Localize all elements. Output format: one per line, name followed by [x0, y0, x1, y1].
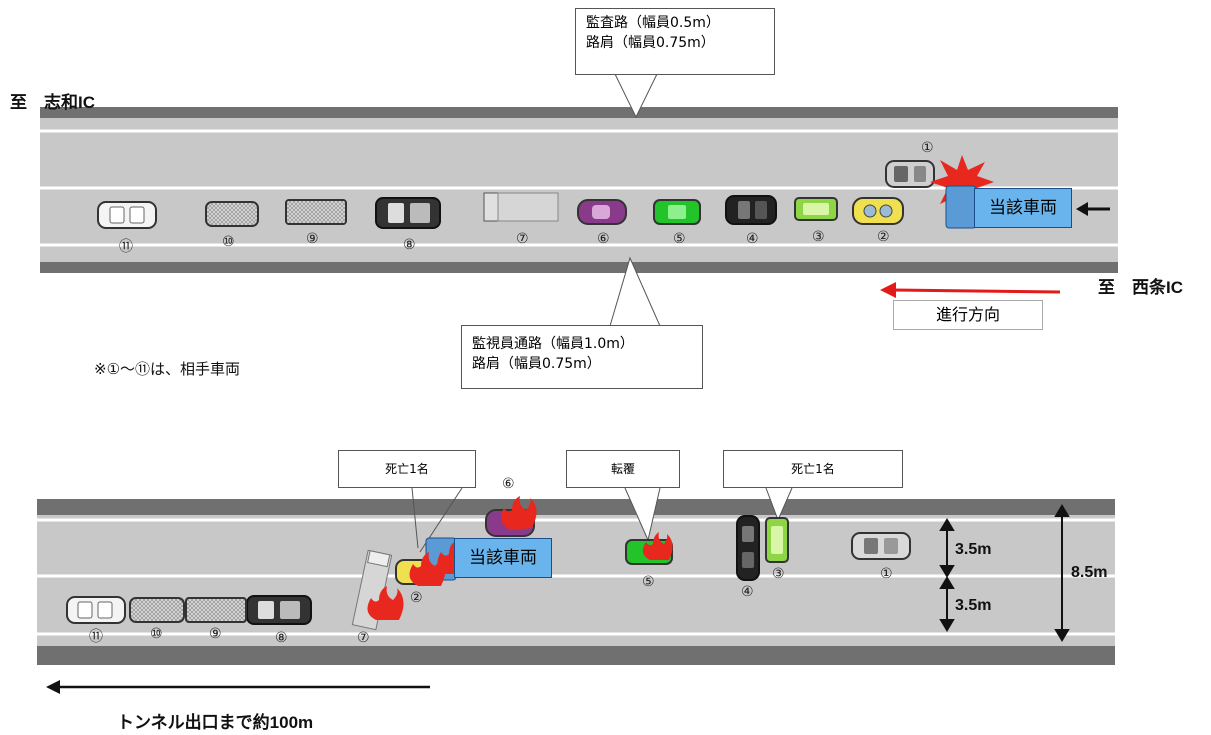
num-10-bottom: ⑩: [150, 626, 163, 642]
callout-upper-line2: 路肩（幅員0.75m）: [586, 35, 715, 51]
num-11-top: ⑪: [119, 239, 133, 255]
vehicle-7-top: [483, 192, 559, 222]
num-3-top: ③: [812, 229, 825, 245]
dimension-lane1: [939, 518, 955, 578]
vehicle-7-bottom: [351, 549, 393, 631]
num-5-top: ⑤: [673, 231, 686, 247]
direction-label: 進行方向: [893, 300, 1043, 330]
overturn-callout: 転覆: [566, 450, 680, 488]
callout-lower-line1: 監視員通路（幅員1.0m）: [472, 336, 634, 352]
vehicle-11-bottom: [66, 596, 126, 624]
to-shiwa-label: 至 志和IC: [10, 93, 95, 112]
num-7-bottom: ⑦: [357, 630, 370, 646]
num-2-bottom: ②: [410, 590, 423, 606]
callout-lower: 監視員通路（幅員1.0m） 路肩（幅員0.75m）: [461, 325, 703, 389]
subject-vehicle-top: 当該車両: [974, 188, 1072, 228]
vehicle-6-top: [577, 199, 627, 225]
note-text: ※①～⑪は、相手車両: [94, 360, 241, 378]
num-4-bottom: ④: [741, 584, 754, 600]
vehicle-8-bottom: [246, 595, 312, 625]
vehicle-11-top: [97, 201, 157, 229]
vehicle-4-top: [725, 195, 777, 225]
vehicle-4-bottom: [736, 515, 760, 581]
num-8-top: ⑧: [403, 237, 416, 253]
num-3-bottom: ③: [772, 566, 785, 582]
num-9-bottom: ⑨: [209, 626, 222, 642]
callout-upper: 監査路（幅員0.5m） 路肩（幅員0.75m）: [575, 8, 775, 75]
num-10-top: ⑩: [222, 234, 235, 250]
num-2-top: ②: [877, 229, 890, 245]
to-saijo-label: 至 西条IC: [1098, 278, 1183, 297]
approach-arrow-icon: [1076, 202, 1110, 216]
vehicle-8-top: [375, 197, 441, 229]
callout-lower-line2: 路肩（幅員0.75m）: [472, 356, 601, 372]
death-right-callout: 死亡1名: [723, 450, 903, 488]
vehicle-3-bottom: [765, 517, 789, 563]
tunnel-exit-arrow-icon: [46, 680, 430, 694]
subject-vehicle-bottom: 当該車両: [454, 538, 552, 578]
vehicle-5-top: [653, 199, 701, 225]
callout-upper-line1: 監査路（幅員0.5m）: [586, 15, 720, 31]
tunnel-exit-label: トンネル出口まで約100m: [117, 713, 314, 732]
lane2-width: 3.5m: [955, 597, 992, 614]
num-7-top: ⑦: [516, 231, 529, 247]
num-1-top: ①: [921, 140, 934, 156]
num-6-top: ⑥: [597, 231, 610, 247]
vehicle-10-bottom: [129, 597, 185, 623]
vehicle-10-top: [205, 201, 259, 227]
vehicle-9-bottom: [185, 597, 247, 623]
num-9-top: ⑨: [306, 231, 319, 247]
num-5-bottom: ⑤: [642, 574, 655, 590]
direction-arrow-icon: [880, 282, 1061, 298]
num-1-bottom: ①: [880, 566, 893, 582]
subject-vehicle-rear: [945, 185, 977, 229]
vehicle-2-top: [852, 197, 904, 225]
lane1-width: 3.5m: [955, 541, 992, 558]
num-11-bottom: ⑪: [89, 629, 103, 645]
num-4-top: ④: [746, 231, 759, 247]
vehicle-9-top: [285, 199, 347, 225]
bottom-road: [37, 499, 1115, 665]
dimension-total: [1054, 504, 1070, 642]
total-width: 8.5m: [1071, 564, 1108, 581]
num-8-bottom: ⑧: [275, 630, 288, 646]
dimension-lane2: [939, 576, 955, 632]
death-left-callout: 死亡1名: [338, 450, 476, 488]
num-6-bottom: ⑥: [502, 476, 515, 492]
vehicle-1-bottom: [851, 532, 911, 560]
vehicle-3-top: [794, 197, 838, 221]
vehicle-1-top: [885, 160, 935, 188]
callout-lower-pointer: [609, 256, 661, 327]
callout-upper-pointer: [614, 73, 658, 119]
top-road: [40, 107, 1118, 273]
